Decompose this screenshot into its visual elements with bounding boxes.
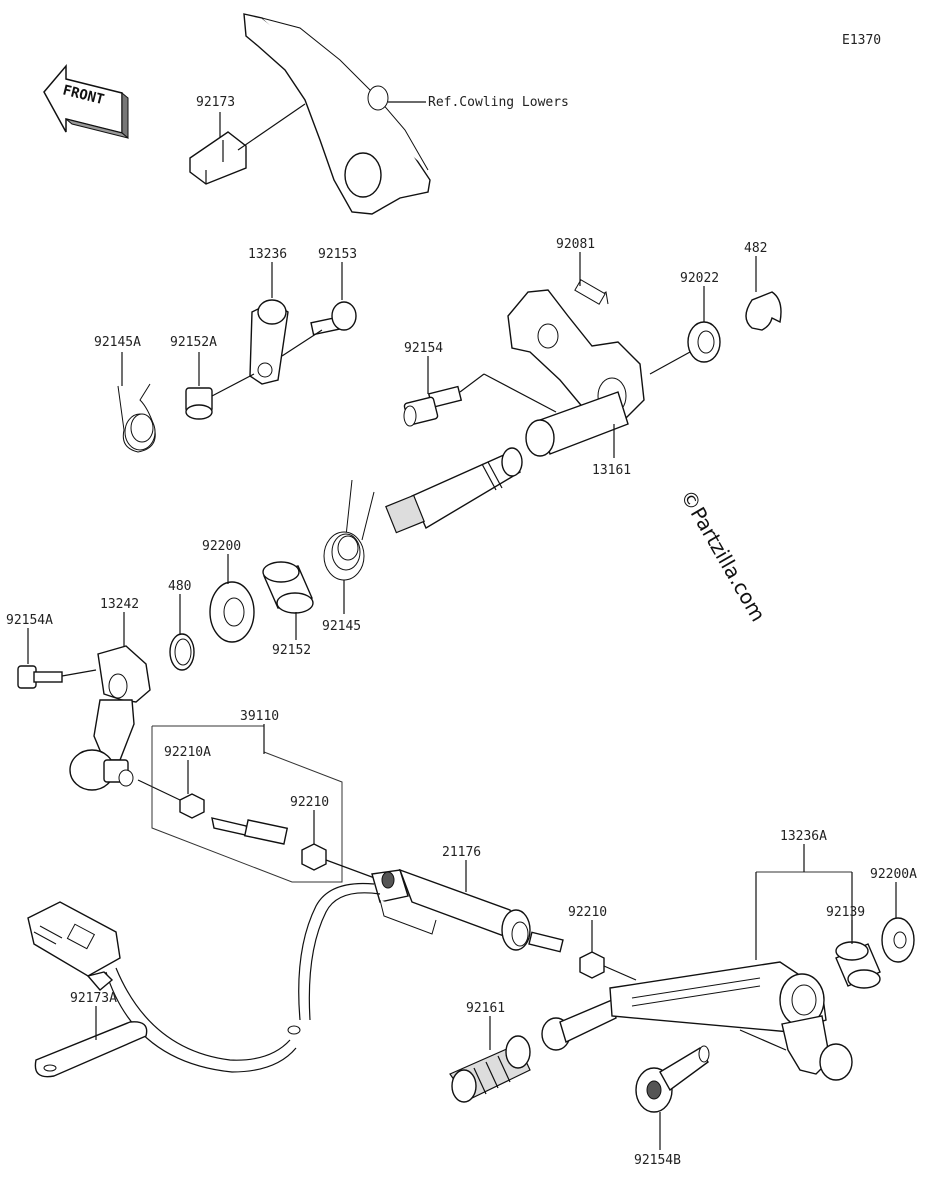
label-13236: 13236 [248,247,287,262]
label-92173: 92173 [196,95,235,110]
label-92210-lower: 92210 [568,905,607,920]
part-92210-nut-upper [301,843,327,871]
part-482-clip [745,291,782,331]
watermark: ©Partzilla.com [676,486,771,626]
label-39110: 39110 [240,709,279,724]
label-92153: 92153 [318,247,357,262]
part-92173-clip [189,131,247,185]
leader-92154-c [483,373,557,413]
leader-92022-b [649,351,691,375]
label-92145A: 92145A [94,335,141,350]
part-92161-pedal-rubber [449,1035,531,1103]
part-92210A-nut [179,793,205,819]
label-13242: 13242 [100,597,139,612]
label-482: 482 [744,241,767,256]
part-13161-shift-shaft [385,289,645,534]
wire-harness [105,882,381,1073]
label-13236A: 13236A [780,829,827,844]
label-92152A: 92152A [170,335,217,350]
part-92154-bolt [403,385,463,427]
label-92154A: 92154A [6,613,53,628]
part-13236A-shift-pedal [541,961,853,1081]
part-92173A-clamp [34,1021,148,1078]
leader-92154-b [459,373,485,393]
part-92210-nut-lower [579,951,605,979]
label-92152: 92152 [272,643,311,658]
leader-92210-upper-b [325,859,381,881]
front-arrow-icon: FRONT [43,63,129,140]
leader-92173-b [237,103,306,151]
part-13236-link [249,299,289,385]
part-21176-shift-sensor [371,868,564,953]
leader-link-bolt [281,329,323,357]
leader-92210-lower-b [603,965,637,981]
part-tie-rod [211,817,289,845]
leader-92154A-b [61,669,97,677]
diagram-code: E1370 [842,33,881,48]
part-480-circlip [169,633,195,671]
ref-label: Ref.Cowling Lowers [428,95,569,110]
part-92153-bolt [310,301,357,336]
part-13242-shift-lever [69,645,151,791]
label-92210-upper: 92210 [290,795,329,810]
part-92154A-bolt [17,665,63,689]
part-92200-washer [209,581,255,643]
part-92152-collar [262,561,314,614]
label-92200A: 92200A [870,867,917,882]
label-92161: 92161 [466,1001,505,1016]
label-92154: 92154 [404,341,443,356]
label-92081: 92081 [556,237,595,252]
cowling-bracket [243,13,431,215]
label-92154B: 92154B [634,1153,681,1168]
label-92139: 92139 [826,905,865,920]
label-92210A: 92210A [164,745,211,760]
part-92200A-washer [881,917,915,963]
leader-92152A-b [211,373,255,397]
part-92154B-bolt [635,1045,710,1113]
leader-13242-b [137,779,181,801]
part-92139-collar [835,941,881,989]
part-92145A-spring [117,383,156,453]
label-480: 480 [168,579,191,594]
label-21176: 21176 [442,845,481,860]
connector-icon [27,901,121,991]
leader-pedal-bolt [739,1029,787,1051]
part-92145-spring [323,479,375,581]
label-92022: 92022 [680,271,719,286]
label-92173A: 92173A [70,991,117,1006]
part-92081-spring [574,279,609,305]
label-13161: 13161 [592,463,631,478]
label-92200: 92200 [202,539,241,554]
part-92022-washer [687,321,721,363]
label-92145: 92145 [322,619,361,634]
part-92152A-collar [185,387,213,420]
